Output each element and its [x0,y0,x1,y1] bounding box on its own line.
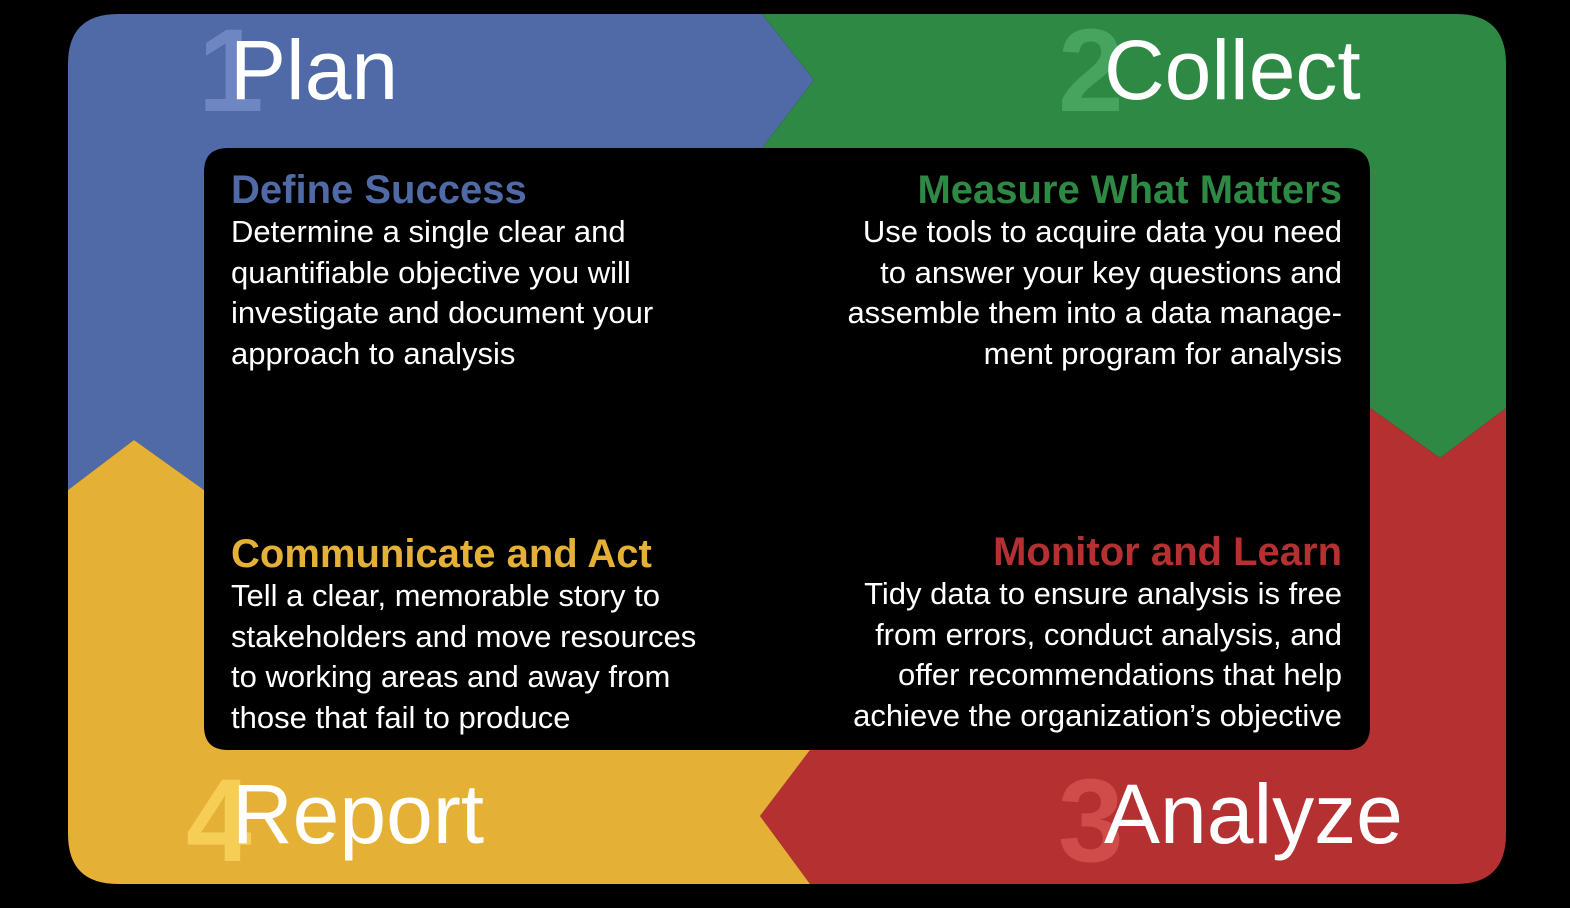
card-define-success: Define Success Determine a single clear … [231,166,771,374]
analyze-segment [760,408,1506,884]
body-line: achieve the organization’s objective [853,697,1342,733]
report-segment [68,440,810,884]
stage-number-3: 3 [1058,755,1124,887]
card-heading: Monitor and Learn [993,530,1342,574]
stage-analyze: 3 [1058,762,1124,880]
body-line: those that fail to produce [231,699,571,735]
card-heading: Define Success [231,168,527,212]
body-line: quantifiable objective you will [231,254,631,290]
card-monitor-and-learn: Monitor and Learn Tidy data to ensure an… [802,528,1342,736]
stage-number-1: 1 [198,5,264,137]
stage-number-2: 2 [1058,5,1124,137]
body-line: ment program for analysis [983,335,1342,371]
body-line: Tell a clear, memorable story to [231,578,661,613]
stage-label-analyze: Analyze [1104,767,1403,861]
body-line: investigate and document your [231,295,654,330]
card-body: Tell a clear, memorable story to stakeho… [231,576,771,738]
body-line: from errors, conduct analysis, and [875,616,1342,652]
card-communicate-and-act: Communicate and Act Tell a clear, memora… [231,530,771,738]
card-heading: Communicate and Act [231,532,652,576]
stage-label-collect: Collect [1104,23,1361,117]
stage-plan: 1 [198,12,264,130]
body-line: stakeholders and move resources [231,618,697,654]
center-panel [204,148,1370,750]
body-line: to answer your key questions and [880,254,1342,290]
stage-report: 4 [186,762,252,880]
body-line: Use tools to acquire data you need [862,214,1342,249]
stage-label-plan: Plan [230,23,399,117]
card-body: Use tools to acquire data you need to an… [802,212,1342,374]
body-line: to working areas and away from [231,659,671,694]
body-line: Determine a single clear and [231,214,626,249]
body-line: Tidy data to ensure analysis is free [864,576,1342,611]
body-line: approach to analysis [231,335,516,371]
stage-number-4: 4 [186,755,252,887]
collect-segment [762,14,1506,458]
stage-label-report: Report [232,767,485,861]
stage-collect: 2 [1058,12,1124,130]
card-heading: Measure What Matters [917,168,1342,212]
card-body: Determine a single clear and quantifiabl… [231,212,771,374]
body-line: offer recommendations that help [897,657,1342,692]
plan-segment [68,14,814,490]
card-measure-what-matters: Measure What Matters Use tools to acquir… [802,166,1342,374]
card-body: Tidy data to ensure analysis is free fro… [802,574,1342,736]
body-line: assemble them into a data manage- [847,295,1342,330]
